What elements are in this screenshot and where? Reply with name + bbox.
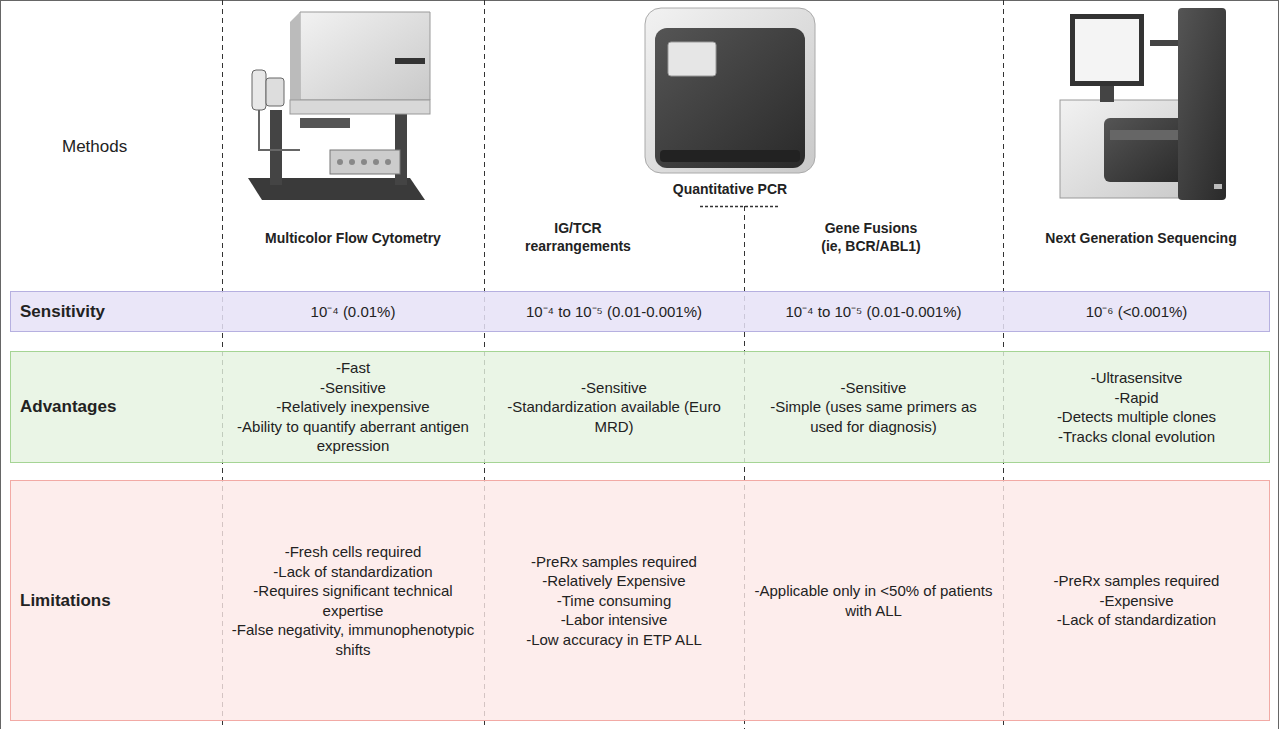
cell-text: -Relatively inexpensive (230, 397, 476, 417)
cell-text: 10⁻⁴ to 10⁻⁵ (0.01-0.001%) (526, 302, 702, 322)
row-heading: Limitations (20, 591, 111, 611)
column-heading: Gene Fusions (ie, BCR/ABL1) (815, 220, 927, 255)
cell-text: -Standardization available (Euro MRD) (492, 397, 736, 436)
cell-text: 10⁻⁴ to 10⁻⁵ (0.01-0.001%) (785, 302, 961, 322)
ngs-sequencer-illustration (1060, 8, 1226, 200)
row-heading-cell: Limitations (10, 481, 222, 720)
cell-text: -Labor intensive (526, 610, 702, 630)
cell-content: -PreRx samples required-Expensive-Lack o… (1054, 571, 1220, 630)
cell-content: -Applicable only in <50% of patients wit… (752, 581, 995, 620)
cell-text: -False negativity, immunophenotypic shif… (230, 620, 476, 659)
table-cell: -Sensitive-Simple (uses same primers as … (744, 352, 1003, 462)
cell-text: -Sensitive (230, 378, 476, 398)
cell-text: -Lack of standardization (1054, 610, 1220, 630)
table-cell: -Fast-Sensitive-Relatively inexpensive-A… (222, 352, 484, 462)
cell-content: -PreRx samples required-Relatively Expen… (526, 552, 702, 650)
cell-text: -PreRx samples required (526, 552, 702, 572)
cell-text: -Tracks clonal evolution (1057, 427, 1216, 447)
cell-text: -Ultrasensitve (1057, 368, 1216, 388)
column-heading: IG/TCR rearrangements (513, 220, 643, 255)
cell-text: -Expensive (1054, 591, 1220, 611)
cell-text: -Relatively Expensive (526, 571, 702, 591)
column-heading: Multicolor Flow Cytometry (222, 230, 484, 248)
table-cell: -Applicable only in <50% of patients wit… (744, 481, 1003, 720)
qpcr-instrument-illustration (645, 8, 815, 173)
cell-text: -Applicable only in <50% of patients wit… (752, 581, 995, 620)
cell-content: -Fast-Sensitive-Relatively inexpensive-A… (230, 358, 476, 456)
cell-content: 10⁻⁴ (0.01%) (311, 302, 396, 322)
table-cell: 10⁻⁴ to 10⁻⁵ (0.01-0.001%) (744, 292, 1003, 331)
column-heading: Next Generation Sequencing (1003, 230, 1279, 248)
cell-text: -Low accuracy in ETP ALL (526, 630, 702, 650)
cell-text: -PreRx samples required (1054, 571, 1220, 591)
cell-text: 10⁻⁶ (<0.001%) (1086, 302, 1188, 322)
cell-text: -Fast (230, 358, 476, 378)
flow-cytometer-illustration (248, 12, 430, 200)
table-cell: -Ultrasensitve-Rapid-Detects multiple cl… (1003, 352, 1270, 462)
advantages-row: Advantages-Fast-Sensitive-Relatively ine… (10, 351, 1270, 463)
table-cell: -Fresh cells required-Lack of standardiz… (222, 481, 484, 720)
cell-text: -Sensitive (492, 378, 736, 398)
sensitivity-row: Sensitivity 10⁻⁴ (0.01%) 10⁻⁴ to 10⁻⁵ (0.0… (10, 291, 1270, 332)
cell-text: -Lack of standardization (230, 562, 476, 582)
row-heading-cell: Advantages (10, 352, 222, 462)
cell-content: -Sensitive-Simple (uses same primers as … (752, 378, 995, 437)
row-heading: Sensitivity (20, 302, 105, 322)
group-underline (700, 206, 780, 208)
cell-content: 10⁻⁶ (<0.001%) (1086, 302, 1188, 322)
table-cell: 10⁻⁴ (0.01%) (222, 292, 484, 331)
cell-text: 10⁻⁴ (0.01%) (311, 302, 396, 322)
cell-content: 10⁻⁴ to 10⁻⁵ (0.01-0.001%) (785, 302, 961, 322)
cell-content: Limitations (20, 591, 111, 611)
cell-text: -Time consuming (526, 591, 702, 611)
table-cell: 10⁻⁶ (<0.001%) (1003, 292, 1270, 331)
row-header: Methods (62, 136, 212, 157)
cell-content: -Sensitive-Standardization available (Eu… (492, 378, 736, 437)
cell-content: Advantages (20, 397, 116, 417)
table-cell: -Sensitive-Standardization available (Eu… (484, 352, 744, 462)
cell-text: -Requires significant technical expertis… (230, 581, 476, 620)
group-heading: Quantitative PCR (640, 181, 820, 199)
table-cell: 10⁻⁴ to 10⁻⁵ (0.01-0.001%) (484, 292, 744, 331)
limitations-row: Limitations-Fresh cells required-Lack of… (10, 480, 1270, 721)
table-cell: -PreRx samples required-Relatively Expen… (484, 481, 744, 720)
cell-content: -Fresh cells required-Lack of standardiz… (230, 542, 476, 659)
cell-text: -Simple (uses same primers as used for d… (752, 397, 995, 436)
cell-content: Sensitivity (20, 302, 105, 322)
cell-text: -Sensitive (752, 378, 995, 398)
cell-text: -Ability to quantify aberrant antigen ex… (230, 417, 476, 456)
row-heading-cell: Sensitivity (10, 292, 222, 331)
cell-text: -Fresh cells required (230, 542, 476, 562)
row-heading: Advantages (20, 397, 116, 417)
cell-content: -Ultrasensitve-Rapid-Detects multiple cl… (1057, 368, 1216, 446)
cell-text: -Detects multiple clones (1057, 407, 1216, 427)
table-cell: -PreRx samples required-Expensive-Lack o… (1003, 481, 1270, 720)
cell-text: -Rapid (1057, 388, 1216, 408)
cell-content: 10⁻⁴ to 10⁻⁵ (0.01-0.001%) (526, 302, 702, 322)
